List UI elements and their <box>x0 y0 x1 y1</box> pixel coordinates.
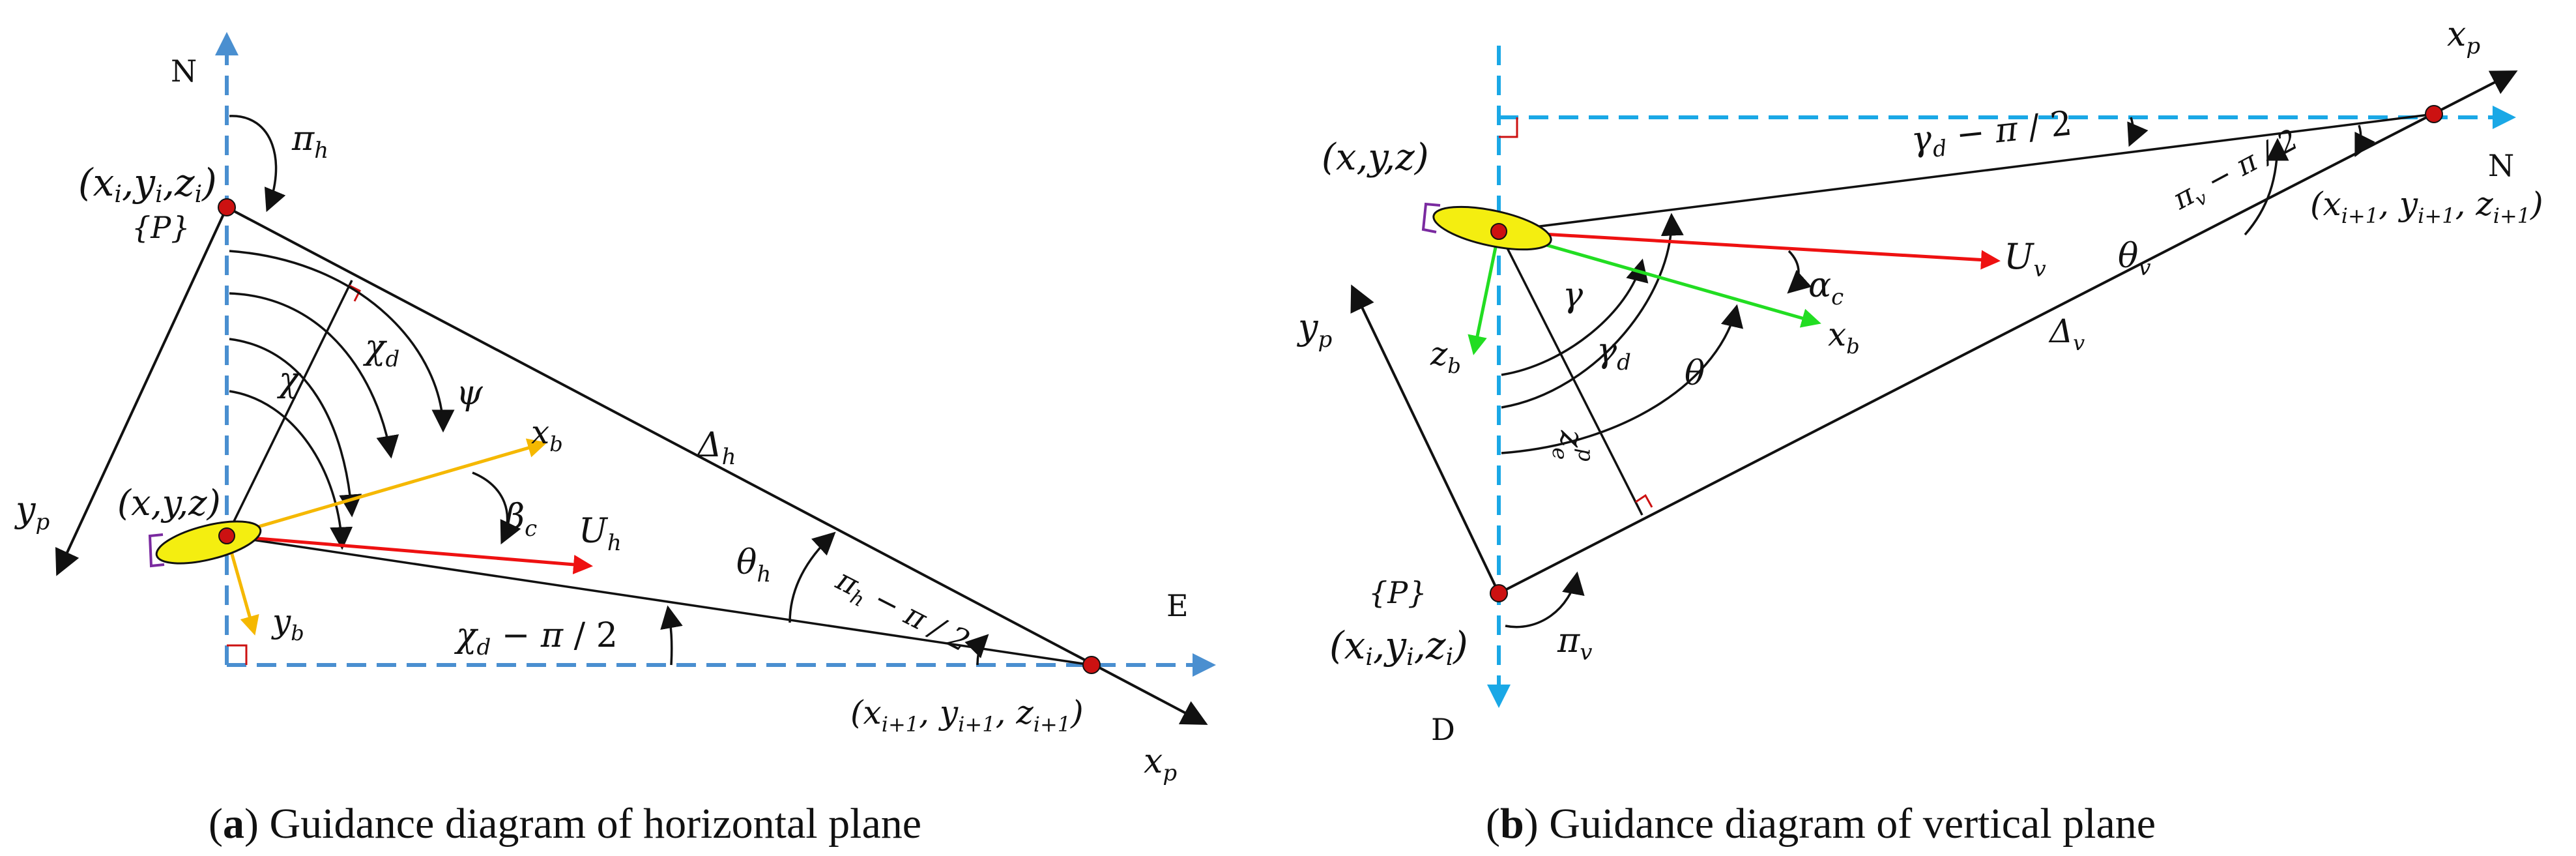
xp-label-a: xp <box>1144 742 1177 786</box>
ze-label: zep <box>1548 430 1599 462</box>
gamma-d-minus-arc <box>2127 117 2149 147</box>
pi-h-arc <box>229 115 286 213</box>
chi-arc <box>229 338 362 518</box>
chi-d-label: χd <box>362 328 399 372</box>
vehicle-tail-b <box>1421 202 1441 233</box>
zb-label-b: zb <box>1430 335 1461 378</box>
vehicle-pos-label-b: (x,y,z) <box>1322 136 1429 179</box>
xb-vector-a <box>226 438 547 538</box>
inner-arc-a <box>229 390 353 550</box>
yp-axis-a <box>55 207 228 576</box>
north-label-a: N <box>171 53 197 89</box>
caption-a-text: Guidance diagram of horizontal plane <box>259 800 921 848</box>
uh-label: Uh <box>579 512 622 556</box>
pi-v-minus-arc <box>2354 125 2375 158</box>
theta-v-arc <box>2244 138 2289 236</box>
gamma-d-minus-label: γd − π / 2 <box>1909 104 2074 164</box>
right-angle-cross-b <box>1635 494 1653 508</box>
pi-h-minus-arc <box>964 634 989 666</box>
gamma-label: γ <box>1563 276 1584 315</box>
vehicle-a <box>155 520 262 565</box>
theta-h-arc <box>789 531 836 623</box>
waypoint-i-a <box>218 198 236 216</box>
caption-a-letter: a <box>223 800 244 848</box>
pi-v-minus-label: πv − π / 2 <box>2167 123 2305 220</box>
east-label-a: E <box>1166 588 1189 623</box>
xb-label-a: xb <box>531 413 563 456</box>
pi-h-minus-label: πh − π / 2 <box>828 561 976 662</box>
pi-h-label: πh <box>291 119 328 164</box>
down-label-b: D <box>1431 712 1455 747</box>
waypoint-next-label-a: (xi+1, yi+1, zi+1) <box>850 694 1084 737</box>
theta-arc <box>1501 304 1744 454</box>
theta-label: θ <box>1685 354 1705 393</box>
los-line-b <box>1498 113 2435 233</box>
xb-label-b: xb <box>1828 316 1860 359</box>
alpha-c-label: αc <box>1808 266 1844 310</box>
waypoint-i-b <box>1490 584 1508 602</box>
alpha-c-arc <box>1787 250 1812 294</box>
waypoint-next-a <box>1082 656 1101 674</box>
delta-v-label: Δv <box>2048 312 2085 355</box>
yp-label-a: yp <box>14 489 50 535</box>
panel-b-vertical: N D (x,y,z) γd − π / 2 πv − <box>1297 15 2543 848</box>
beta-c-arc <box>472 471 521 545</box>
uv-label: Uv <box>2004 236 2046 282</box>
chi-d-minus-label: χd − π / 2 <box>454 616 618 660</box>
uh-vector <box>226 534 593 574</box>
xb-vector-b <box>1498 229 1821 328</box>
vehicle-point-a <box>218 527 235 544</box>
xp-label-b: xp <box>2447 15 2480 59</box>
los-line-a <box>226 535 1092 666</box>
zb-vector-b <box>1468 231 1501 355</box>
psi-arc <box>229 250 455 433</box>
caption-b: (b) Guidance diagram of vertical plane <box>1486 800 2156 848</box>
frame-p-label-b: {P} <box>1368 575 1426 610</box>
caption-a: (a) Guidance diagram of horizontal plane <box>209 800 921 848</box>
yp-label-b: yp <box>1297 306 1332 353</box>
right-angle-cross-a <box>349 284 362 302</box>
cross-track-line-b <box>1498 231 1643 516</box>
right-angle-origin-a <box>227 644 248 665</box>
gamma-arc <box>1501 258 1649 376</box>
beta-c-label: βc <box>504 497 537 542</box>
pi-v-label: πv <box>1557 621 1592 666</box>
frame-p-label-a: {P} <box>132 210 190 245</box>
pi-v-arc <box>1505 571 1585 628</box>
caption-b-text: Guidance diagram of vertical plane <box>1539 800 2156 848</box>
right-angle-origin-b <box>1499 117 1518 138</box>
path-line-b <box>1498 70 2518 595</box>
vehicle-tail-a <box>148 533 165 568</box>
chi-d-minus-arc <box>660 605 683 666</box>
vehicle-pos-label-a: (x,y,z) <box>117 482 221 524</box>
chi-d-arc <box>229 292 399 459</box>
waypoint-i-label-a: (xi,yi,zi) <box>78 160 217 208</box>
caption-b-letter: b <box>1500 800 1524 848</box>
vehicle-point-b <box>1490 223 1507 240</box>
psi-label: ψ <box>456 374 484 413</box>
path-line-a <box>226 206 1208 725</box>
waypoint-i-label-b: (xi,yi,zi) <box>1329 623 1468 671</box>
theta-h-label: θh <box>736 543 771 587</box>
yp-axis-b <box>1350 284 1500 594</box>
delta-h-label: Δh <box>696 426 736 470</box>
cross-track-line-a <box>225 280 353 537</box>
north-label-b: N <box>2488 148 2514 183</box>
yb-label-a: yb <box>271 602 304 645</box>
theta-v-label: θv <box>2118 237 2151 281</box>
chi-label: χ <box>276 361 302 400</box>
uv-vector <box>1498 229 2001 270</box>
waypoint-next-label-b: (xi+1, yi+1, zi+1) <box>2310 185 2543 228</box>
panel-a-horizontal: N E (xi,yi,zi) {P} πh <box>14 32 1216 848</box>
gamma-d-arc <box>1501 213 1684 409</box>
waypoint-next-b <box>2425 105 2443 123</box>
gamma-d-label: γd <box>1597 331 1631 376</box>
